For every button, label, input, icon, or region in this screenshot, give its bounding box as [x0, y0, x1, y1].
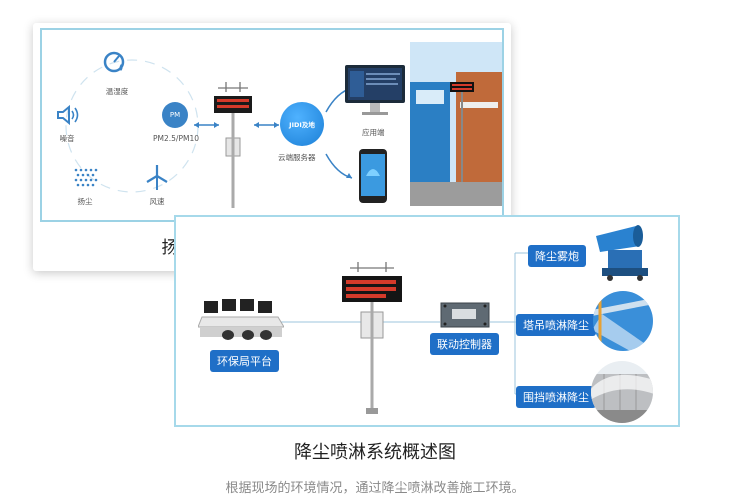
cloud-logo-text: JIDI及地 — [289, 121, 315, 129]
wind-turbine-icon — [144, 164, 170, 190]
arrow-icon — [254, 122, 279, 128]
fence-spray-tag: 围挡喷淋降尘 — [516, 386, 596, 408]
fog-cannon-icon — [596, 225, 648, 281]
application-label: 应用端 — [362, 128, 385, 137]
fog-cannon-tag: 降尘雾炮 — [528, 245, 586, 267]
dust-dots-icon — [72, 165, 98, 191]
pm-badge-icon: PM — [162, 102, 188, 128]
dust-label: 扬尘 — [77, 197, 93, 206]
construction-site-photo — [410, 42, 502, 206]
environmental-platform-tag: 环保局平台 — [210, 350, 279, 372]
control-room-icon — [198, 299, 284, 340]
spray-system-title: 降尘喷淋系统概述图 — [294, 442, 456, 463]
temperature-humidity-label: 温湿度 — [105, 87, 129, 96]
cloud-server-label: 云端服务器 — [278, 153, 316, 162]
linkage-controller-icon — [440, 302, 490, 328]
tower-crane-spray-tag: 塔吊喷淋降尘 — [516, 314, 596, 336]
smartphone-icon — [359, 149, 387, 203]
tower-crane-spray-photo — [593, 291, 653, 351]
topology-frame: 温湿度 噪音 PM PM2.5/PM10 扬尘 风速 — [40, 28, 504, 222]
arrow-icon — [194, 122, 219, 128]
speaker-icon — [54, 102, 80, 128]
cloud-server-icon: JIDI及地 — [280, 102, 324, 146]
footer-subtitle: 根据现场的环境情况，通过降尘喷淋改善施工环境。 — [225, 481, 525, 496]
noise-label: 噪音 — [59, 134, 75, 143]
spray-monitor-station-icon — [342, 262, 402, 414]
wind-speed-label: 风速 — [149, 197, 165, 206]
temperature-humidity-icon — [102, 50, 128, 76]
monitoring-station-icon — [214, 82, 252, 208]
desktop-monitor-icon — [345, 65, 405, 115]
linkage-controller-tag: 联动控制器 — [430, 333, 499, 355]
fence-spray-photo — [591, 361, 653, 423]
pm-label: PM2.5/PM10 — [153, 134, 199, 143]
